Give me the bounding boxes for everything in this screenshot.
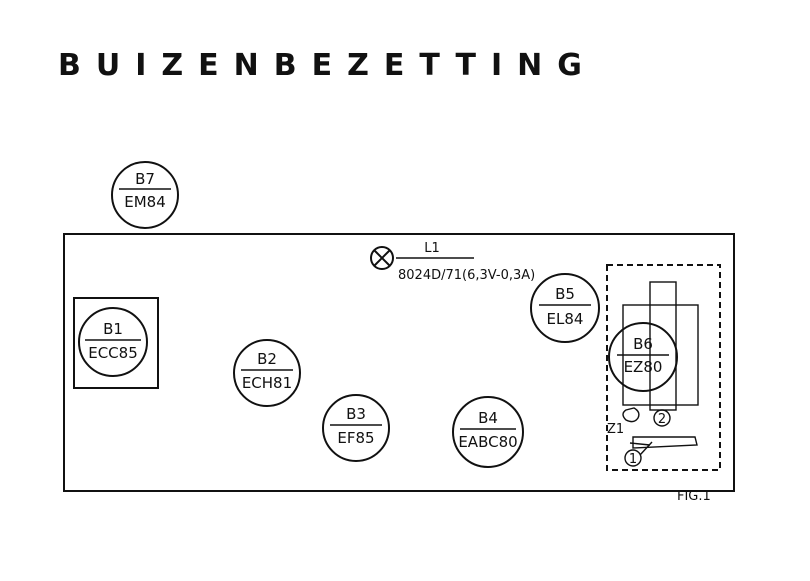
fuse-holder bbox=[632, 436, 698, 449]
fuse-clip bbox=[622, 407, 640, 423]
tube-b5: B5 EL84 bbox=[530, 273, 600, 343]
lamp-icon bbox=[370, 246, 394, 270]
svg-text:B6: B6 bbox=[633, 335, 653, 353]
lamp-l1: L1 8024D/71(6,3V-0,3A) bbox=[370, 241, 535, 283]
transformer-core bbox=[649, 281, 677, 411]
svg-text:EABC80: EABC80 bbox=[458, 433, 517, 451]
svg-text:2: 2 bbox=[658, 412, 666, 427]
svg-text:1: 1 bbox=[629, 452, 637, 467]
tube-b4: B4 EABC80 bbox=[452, 396, 524, 468]
marker-2: 2 bbox=[653, 409, 671, 427]
tube-b7: B7 EM84 bbox=[111, 161, 179, 229]
lamp-id: L1 bbox=[424, 241, 440, 256]
svg-text:B7: B7 bbox=[135, 170, 155, 188]
svg-text:EF85: EF85 bbox=[337, 429, 374, 447]
svg-text:EM84: EM84 bbox=[124, 193, 166, 211]
tube-b6: B6 EZ80 bbox=[608, 322, 678, 392]
svg-text:B2: B2 bbox=[257, 350, 277, 368]
lamp-spec: 8024D/71(6,3V-0,3A) bbox=[398, 268, 535, 283]
chassis-outline bbox=[63, 233, 735, 492]
marker-1-leader bbox=[639, 441, 653, 456]
fuse-label: Z1 bbox=[607, 422, 624, 437]
tube-b2: B2 ECH81 bbox=[233, 339, 301, 407]
figure-label: FIG.1 bbox=[677, 489, 711, 504]
svg-text:ECH81: ECH81 bbox=[242, 374, 292, 392]
tube-b3: B3 EF85 bbox=[322, 394, 390, 462]
svg-text:EZ80: EZ80 bbox=[624, 358, 663, 376]
svg-text:B4: B4 bbox=[478, 409, 498, 427]
b1-square-mount bbox=[73, 297, 159, 389]
tube-b1: B1 ECC85 bbox=[78, 307, 148, 377]
page-title: BUIZENBEZETTING bbox=[58, 48, 597, 83]
svg-text:B5: B5 bbox=[555, 285, 575, 303]
svg-text:ECC85: ECC85 bbox=[88, 344, 138, 362]
rectifier-compartment bbox=[606, 264, 721, 471]
svg-text:B1: B1 bbox=[103, 320, 123, 338]
marker-1: 1 bbox=[624, 449, 642, 467]
fuse-line bbox=[629, 442, 651, 446]
svg-text:EL84: EL84 bbox=[547, 310, 584, 328]
svg-text:B3: B3 bbox=[346, 405, 366, 423]
